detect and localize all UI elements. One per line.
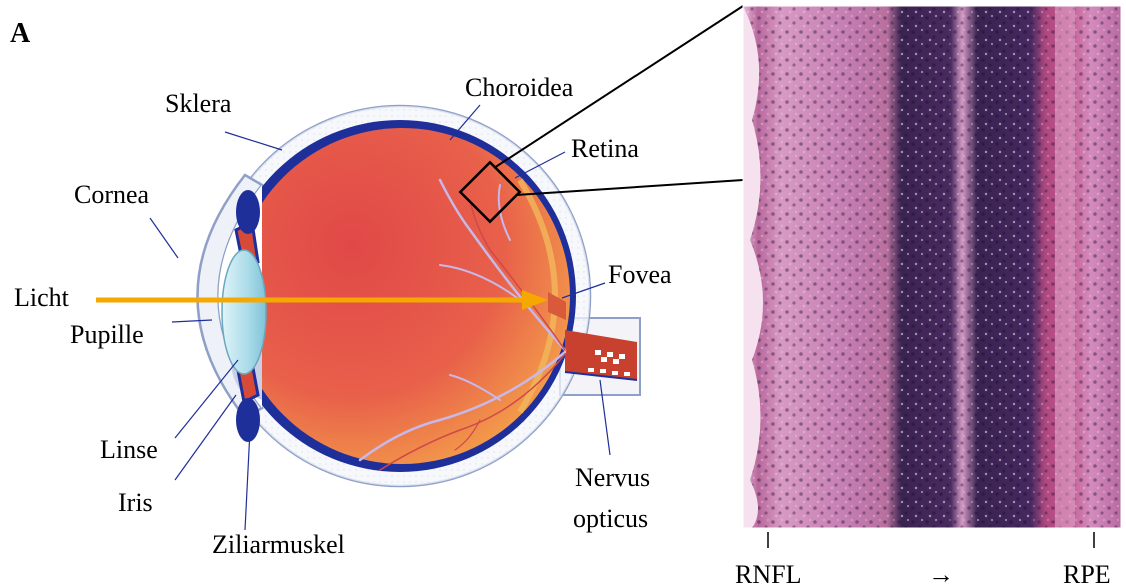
label-choroidea: Choroidea bbox=[465, 73, 574, 102]
label-iris: Iris bbox=[118, 488, 153, 517]
eye-diagram bbox=[96, 106, 640, 486]
label-rnfl: RNFL bbox=[735, 560, 801, 587]
label-fovea: Fovea bbox=[608, 260, 672, 289]
label-linse: Linse bbox=[100, 435, 158, 464]
label-sklera: Sklera bbox=[165, 89, 232, 118]
label-nervus: Nervus bbox=[575, 463, 650, 492]
label-opticus: opticus bbox=[573, 504, 648, 533]
label-ziliarmuskel: Ziliarmuskel bbox=[212, 530, 345, 559]
lens bbox=[222, 250, 266, 374]
ciliary-muscle bbox=[236, 190, 260, 234]
label-cornea: Cornea bbox=[74, 180, 150, 209]
label-licht: Licht bbox=[14, 283, 70, 312]
label-pupille: Pupille bbox=[70, 320, 144, 349]
label-retina: Retina bbox=[571, 134, 639, 163]
retina-histology bbox=[743, 6, 1121, 528]
direction-arrow: → bbox=[928, 560, 954, 587]
panel-label: A bbox=[10, 18, 31, 49]
label-rpe: RPE bbox=[1063, 560, 1111, 587]
